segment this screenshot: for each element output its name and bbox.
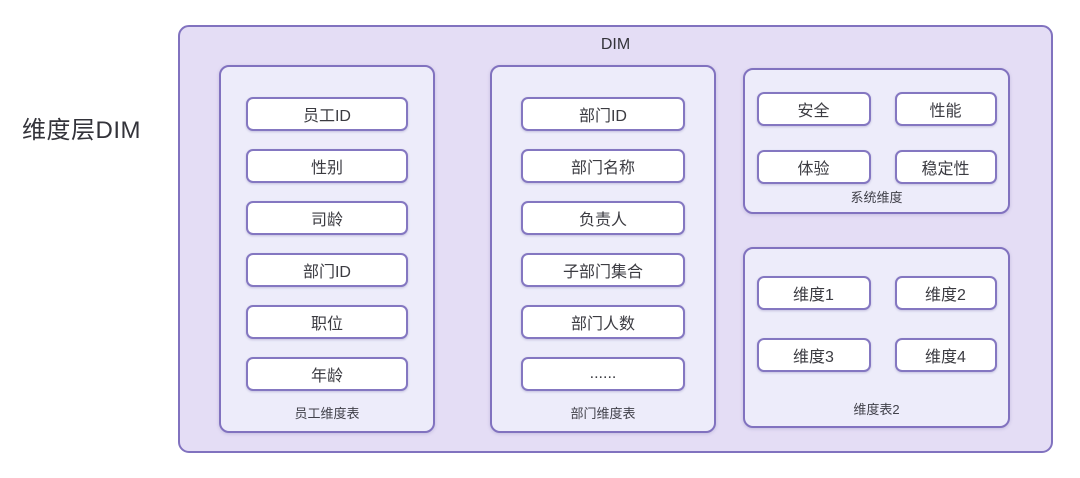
- employee-dimension-panel: 员工ID 性别 司龄 部门ID 职位 年龄 员工维度表: [219, 65, 435, 433]
- layer-title: 维度层DIM: [22, 117, 141, 144]
- department-panel-caption: 部门维度表: [570, 406, 636, 421]
- field-box-dimension4: 维度4: [894, 338, 997, 372]
- field-box-age: 年龄: [246, 357, 408, 391]
- field-box-owner: 负责人: [521, 201, 685, 235]
- employee-panel-caption: 员工维度表: [294, 406, 360, 421]
- dimension-table2-grid: 维度1 维度2 维度3 维度4: [745, 249, 1008, 372]
- department-field-list: 部门ID 部门名称 负责人 子部门集合 部门人数 ......: [492, 67, 714, 391]
- field-box-subdepartments: 子部门集合: [521, 253, 685, 287]
- field-box-experience: 体验: [756, 150, 871, 184]
- field-box-position: 职位: [246, 305, 408, 339]
- field-box-stability: 稳定性: [894, 150, 997, 184]
- field-box-performance: 性能: [894, 92, 997, 126]
- field-box-ellipsis: ......: [521, 357, 685, 391]
- field-box-employee-id: 员工ID: [246, 97, 408, 131]
- dimension-table2-panel: 维度1 维度2 维度3 维度4 维度表2: [743, 247, 1010, 428]
- field-box-dept-id: 部门ID: [246, 253, 408, 287]
- field-box-department-id: 部门ID: [521, 97, 685, 131]
- dim-container-title: DIM: [600, 36, 631, 53]
- field-box-dimension1: 维度1: [756, 276, 871, 310]
- field-box-headcount: 部门人数: [521, 305, 685, 339]
- field-box-security: 安全: [756, 92, 871, 126]
- field-box-department-name: 部门名称: [521, 149, 685, 183]
- system-panel-caption: 系统维度: [850, 190, 903, 205]
- department-dimension-panel: 部门ID 部门名称 负责人 子部门集合 部门人数 ...... 部门维度表: [490, 65, 716, 433]
- dim-container: DIM 员工ID 性别 司龄 部门ID 职位 年龄 员工维度表 部门ID 部门名…: [178, 25, 1053, 453]
- dimension-table2-caption: 维度表2: [853, 402, 900, 417]
- employee-field-list: 员工ID 性别 司龄 部门ID 职位 年龄: [221, 67, 433, 391]
- field-box-tenure: 司龄: [246, 201, 408, 235]
- field-box-gender: 性别: [246, 149, 408, 183]
- field-box-dimension3: 维度3: [756, 338, 871, 372]
- system-dimension-panel: 安全 性能 体验 稳定性 系统维度: [743, 68, 1010, 214]
- field-box-dimension2: 维度2: [894, 276, 997, 310]
- system-field-grid: 安全 性能 体验 稳定性: [745, 70, 1008, 184]
